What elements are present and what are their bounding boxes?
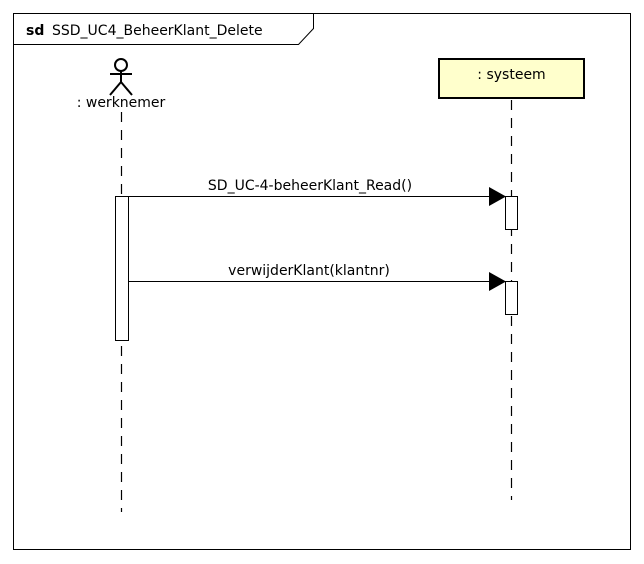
object-systeem: : systeem bbox=[438, 58, 585, 99]
message-read: SD_UC-4-beheerKlant_Read() bbox=[129, 178, 506, 206]
actor-stick-figure-icon bbox=[109, 58, 133, 96]
message-verwijderklant: verwijderKlant(klantnr) bbox=[129, 263, 506, 291]
message-label: SD_UC-4-beheerKlant_Read() bbox=[208, 178, 412, 194]
object-box bbox=[440, 60, 583, 97]
activation-bar-werknemer bbox=[115, 196, 129, 341]
actor-label: : werknemer bbox=[77, 95, 166, 111]
object-label: : systeem bbox=[477, 67, 545, 83]
arrowhead-icon bbox=[489, 272, 506, 291]
actor-werknemer: : werknemer bbox=[77, 58, 166, 111]
frame-keyword: sd bbox=[26, 23, 44, 39]
activation-bar-systeem-2 bbox=[505, 281, 518, 315]
arrowhead-icon bbox=[489, 187, 506, 206]
frame-title: SSD_UC4_BeheerKlant_Delete bbox=[52, 23, 263, 39]
activation-bar-systeem-1 bbox=[505, 196, 518, 230]
message-label: verwijderKlant(klantnr) bbox=[228, 263, 390, 279]
frame-label-tab bbox=[13, 13, 314, 45]
